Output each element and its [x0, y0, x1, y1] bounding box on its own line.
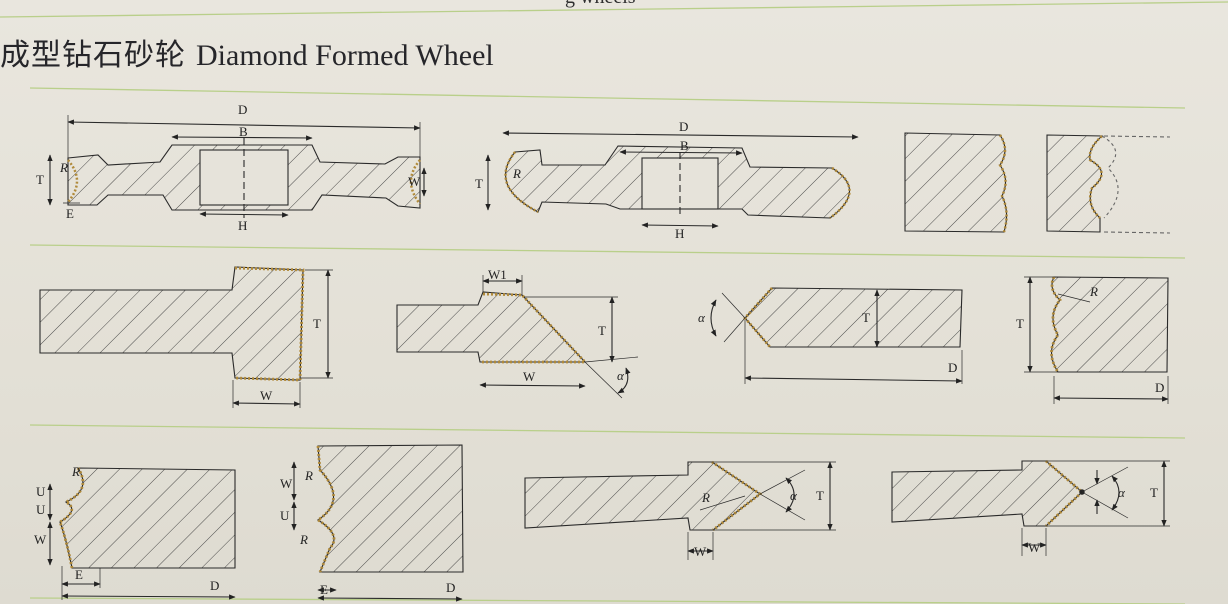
- figure-2-labels: D B H T R: [475, 119, 689, 241]
- svg-text:R: R: [304, 468, 313, 483]
- figure-12-v-point-dot-wheel: [891, 459, 1170, 556]
- figure-5-labels: T W: [260, 316, 321, 403]
- svg-text:R: R: [71, 464, 80, 479]
- figure-12-labels: α T W: [1028, 485, 1158, 555]
- title-chinese: 成型钻石砂轮: [0, 38, 186, 73]
- svg-text:α: α: [617, 368, 625, 383]
- figure-6-labels: W1 T W α: [488, 267, 625, 384]
- svg-text:T: T: [313, 316, 321, 331]
- figure-1-labels: D B H T R E W: [36, 102, 421, 233]
- svg-text:D: D: [238, 102, 247, 117]
- svg-text:D: D: [446, 580, 455, 595]
- figure-8-multi-radius-wheel: [1024, 276, 1169, 404]
- svg-text:W: W: [694, 544, 707, 559]
- figure-4-double-convex-profile: [1046, 134, 1171, 234]
- svg-text:W: W: [34, 532, 47, 547]
- svg-text:T: T: [1150, 485, 1158, 500]
- figure-2-full-radius-wheel: [485, 130, 859, 229]
- svg-text:H: H: [238, 218, 247, 233]
- svg-text:W1: W1: [488, 267, 507, 282]
- figure-1-double-radius-wheel: [47, 115, 427, 218]
- figure-11-v-radius-tip-wheel: [524, 460, 836, 560]
- svg-text:R: R: [1089, 284, 1098, 299]
- svg-text:R: R: [512, 166, 521, 181]
- svg-text:U: U: [36, 484, 46, 499]
- svg-text:T: T: [816, 488, 824, 503]
- svg-text:T: T: [36, 172, 44, 187]
- figure-10-convex-bead-wheel: [291, 444, 464, 602]
- svg-text:E: E: [320, 582, 328, 597]
- page-title: 成型钻石砂轮 Diamond Formed Wheel: [0, 30, 494, 74]
- svg-text:W: W: [280, 476, 293, 491]
- svg-text:D: D: [1155, 380, 1164, 395]
- svg-text:D: D: [679, 119, 688, 134]
- figure-11-labels: R α T W: [694, 488, 824, 559]
- figure-9-labels: R U U W E D: [34, 464, 219, 593]
- svg-text:α: α: [1118, 485, 1126, 500]
- svg-text:T: T: [862, 310, 870, 325]
- svg-text:α: α: [698, 310, 706, 325]
- cut-off-header-text: g wheels: [565, 0, 636, 9]
- svg-text:B: B: [680, 138, 689, 153]
- figure-5-stepped-face-wheel: [39, 266, 333, 408]
- figure-7-v-point-wheel: [710, 287, 963, 384]
- svg-text:R: R: [299, 532, 308, 547]
- svg-text:E: E: [75, 567, 83, 582]
- svg-text:H: H: [675, 226, 684, 241]
- figure-8-labels: R T D: [1016, 284, 1164, 395]
- svg-text:E: E: [66, 206, 74, 221]
- figure-10-labels: R W U R E D: [280, 468, 455, 597]
- figure-6-angled-face-wheel: [396, 275, 639, 399]
- svg-text:W: W: [260, 388, 273, 403]
- svg-text:T: T: [1016, 316, 1024, 331]
- svg-text:U: U: [280, 508, 290, 523]
- svg-text:R: R: [59, 160, 68, 175]
- svg-text:T: T: [598, 323, 606, 338]
- svg-text:U: U: [36, 502, 46, 517]
- figure-3-wavy-edge-profile: [904, 132, 1008, 233]
- svg-text:R: R: [701, 490, 710, 505]
- svg-text:B: B: [239, 124, 248, 139]
- svg-text:W: W: [408, 174, 421, 189]
- figure-7-labels: α T D: [698, 310, 957, 375]
- svg-text:α: α: [790, 488, 798, 503]
- svg-text:W: W: [523, 369, 536, 384]
- figure-9-concave-corner-wheel: [47, 467, 236, 600]
- svg-text:T: T: [475, 176, 483, 191]
- svg-text:W: W: [1028, 540, 1041, 555]
- svg-text:D: D: [210, 578, 219, 593]
- title-english: Diamond Formed Wheel: [196, 39, 494, 72]
- svg-text:D: D: [948, 360, 957, 375]
